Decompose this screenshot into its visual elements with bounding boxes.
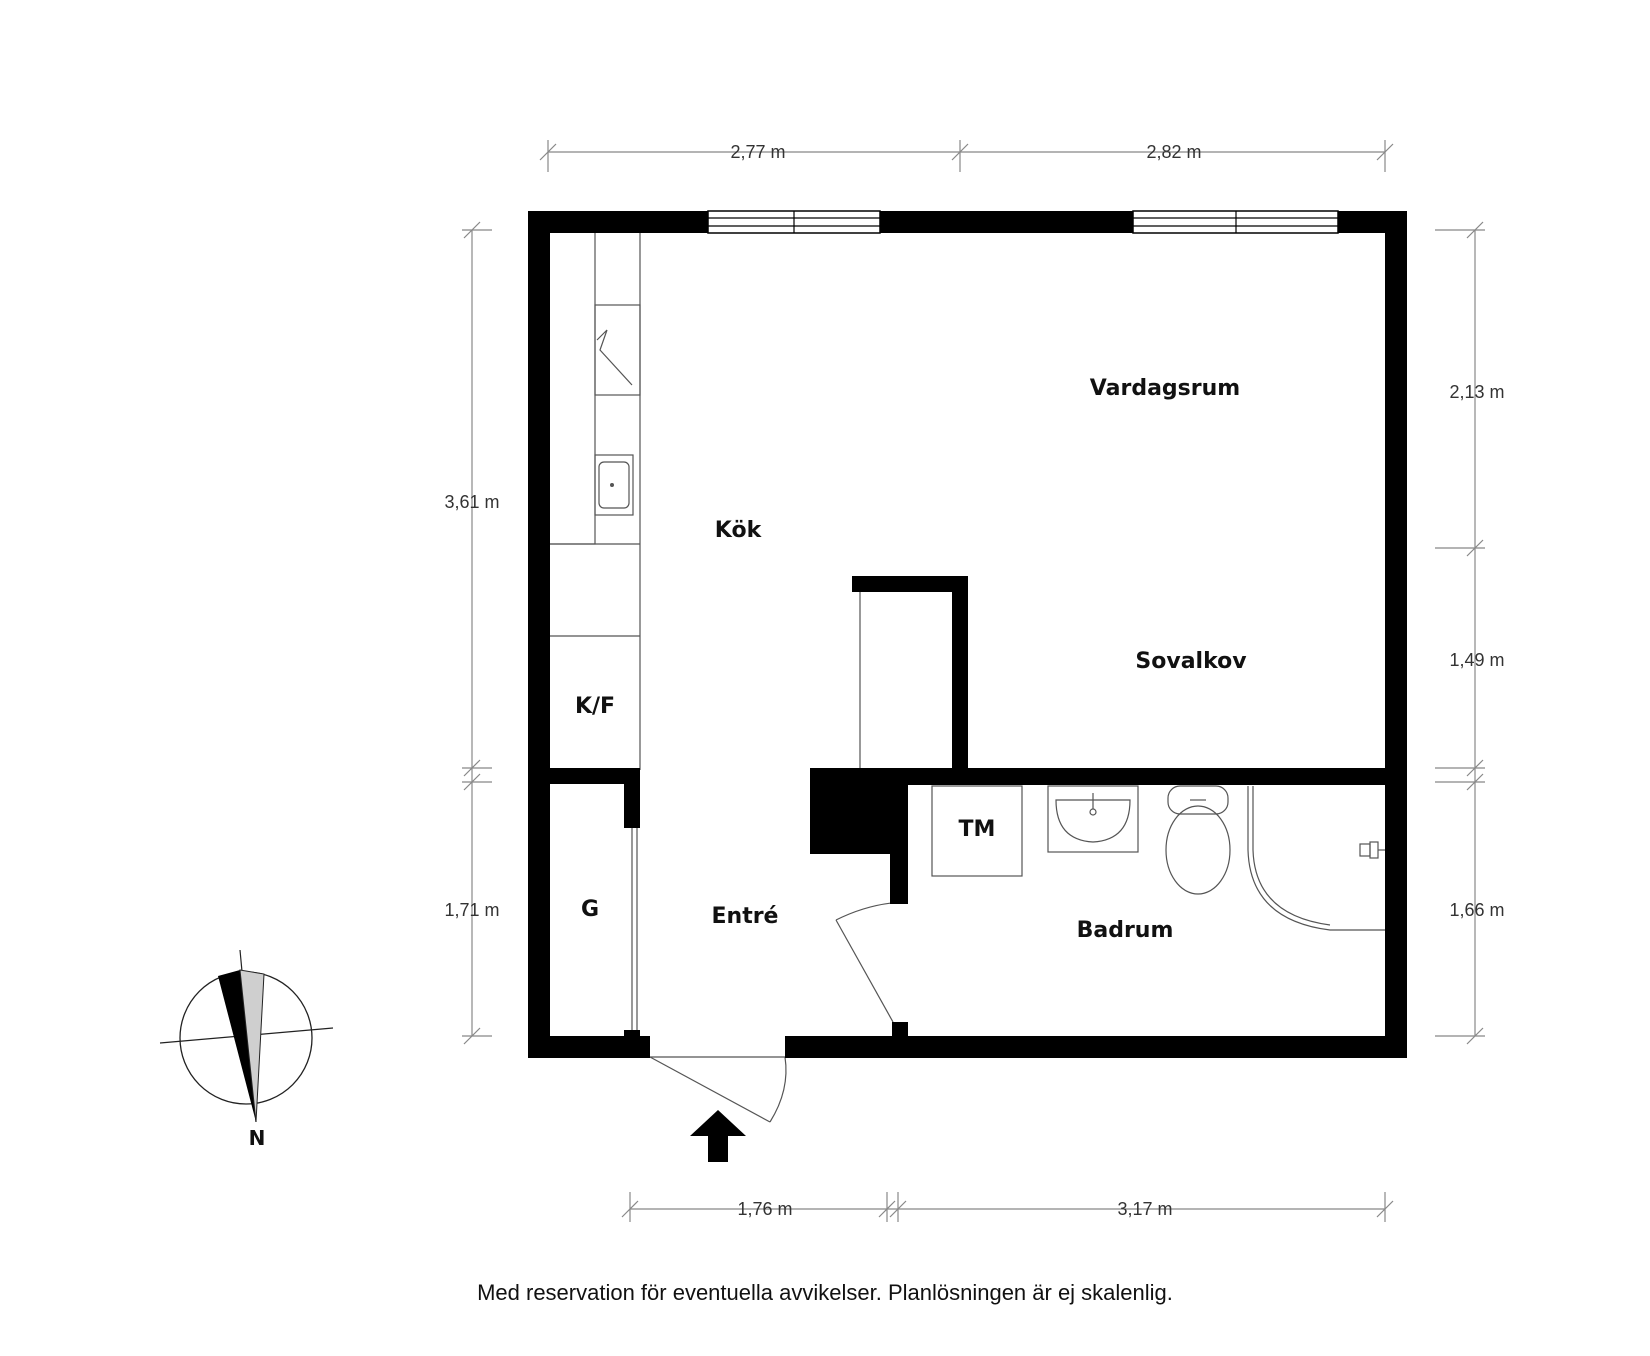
room-labels: Vardagsrum Kök Sovalkov K/F TM G Entré B… <box>575 376 1247 943</box>
room-label-entre: Entré <box>712 904 779 929</box>
dim-right-upper: 2,13 m <box>1449 382 1504 402</box>
room-label-badrum: Badrum <box>1077 918 1174 943</box>
room-label-kf: K/F <box>575 694 615 719</box>
washbasin-icon <box>1047 785 1139 853</box>
windows <box>707 210 1339 234</box>
disclaimer-text: Med reservation för eventuella avvikelse… <box>477 1280 1173 1305</box>
shower-icon <box>1247 786 1385 931</box>
kitchen-counter <box>547 231 641 770</box>
dimension-labels: 2,77 m 2,82 m 3,61 m 1,71 m 2,13 m 1,49 … <box>444 142 1504 1219</box>
compass-icon <box>159 949 334 1123</box>
dim-bottom-left: 1,76 m <box>737 1199 792 1219</box>
room-label-g: G <box>581 897 599 922</box>
room-label-tm: TM <box>959 817 996 842</box>
dim-left-lower: 1,71 m <box>444 900 499 920</box>
dim-right-middle: 1,49 m <box>1449 650 1504 670</box>
dim-left-upper: 3,61 m <box>444 492 499 512</box>
wardrobe-door <box>631 826 638 1032</box>
compass-north-label: N <box>249 1126 266 1150</box>
room-label-sovalkov: Sovalkov <box>1135 649 1247 674</box>
bathroom-door-swing <box>835 901 906 1023</box>
dim-bottom-right: 3,17 m <box>1117 1199 1172 1219</box>
room-label-vardagsrum: Vardagsrum <box>1090 376 1240 401</box>
toilet-icon <box>1165 785 1231 895</box>
dim-top-left: 2,77 m <box>730 142 785 162</box>
dimension-lines <box>462 140 1485 1222</box>
room-label-kok: Kök <box>715 518 763 543</box>
walls <box>528 211 1407 1058</box>
dim-top-right: 2,82 m <box>1146 142 1201 162</box>
sink-icon <box>594 454 634 516</box>
entrance-door-swing <box>649 1056 787 1123</box>
washing-machine <box>931 785 1023 877</box>
entrance-arrow-icon <box>690 1110 746 1162</box>
dim-right-lower: 1,66 m <box>1449 900 1504 920</box>
